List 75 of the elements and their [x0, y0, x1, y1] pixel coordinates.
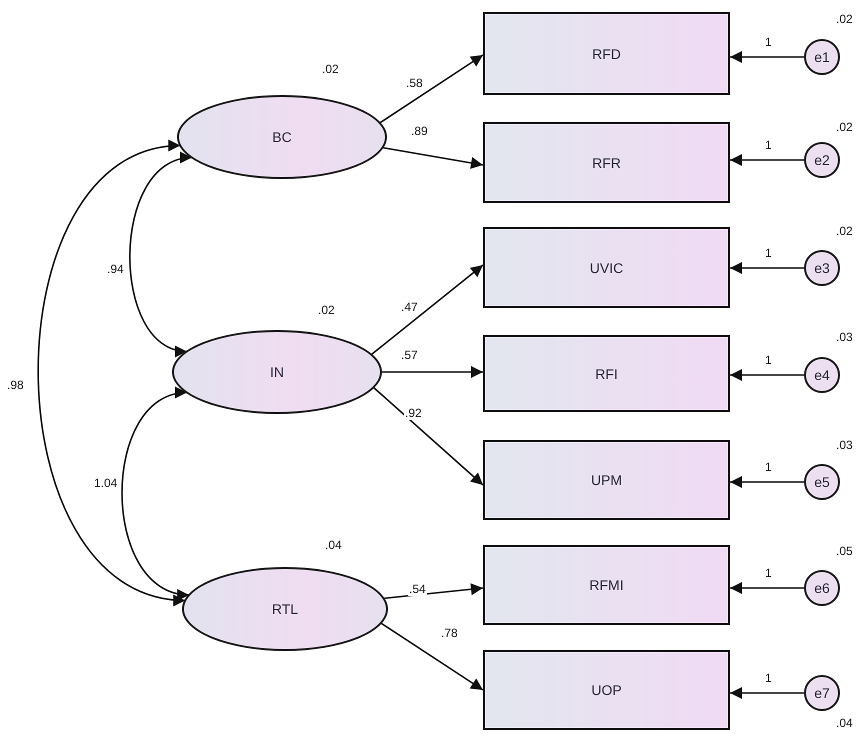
- edge-label: 1: [764, 35, 773, 49]
- variance-label: .02: [836, 224, 853, 238]
- path-arrow: [372, 386, 484, 486]
- edge-label: 1: [764, 671, 773, 685]
- variance-label: .02: [322, 62, 339, 76]
- edge-label: 1: [764, 460, 773, 474]
- variance-label: .03: [836, 438, 853, 452]
- covariance-arrow: [38, 142, 186, 604]
- node-label: BC: [272, 129, 292, 145]
- node-label: RFI: [595, 366, 618, 382]
- edge-label: .47: [400, 300, 419, 314]
- node-label: RFR: [592, 154, 621, 170]
- error-circle: [804, 357, 840, 393]
- edge-label: 1.04: [93, 476, 118, 490]
- path-arrow: [381, 366, 483, 378]
- path-arrow: [730, 262, 804, 274]
- node-label: UOP: [591, 682, 622, 698]
- path-arrow: [730, 476, 804, 488]
- path-arrow: [730, 687, 804, 699]
- node-label: e4: [814, 367, 830, 383]
- variance-label: .03: [836, 330, 853, 344]
- covariance-arrow: [121, 388, 190, 599]
- edge-label: 1: [764, 353, 773, 367]
- observed-box: [483, 335, 730, 412]
- variance-label: .02: [836, 12, 853, 26]
- node-label: IN: [270, 364, 284, 380]
- node-label: RFD: [592, 46, 621, 62]
- observed-box: [483, 12, 730, 95]
- covariance-arrow: [129, 154, 192, 355]
- error-circle: [804, 39, 840, 75]
- edge-label: 1: [764, 246, 773, 260]
- edge-label: .89: [410, 124, 429, 138]
- edge-label: .78: [440, 626, 459, 640]
- variance-label: .04: [325, 538, 342, 552]
- node-label: UPM: [590, 472, 622, 488]
- node-label: e7: [814, 685, 830, 701]
- edge-label: .92: [404, 406, 423, 420]
- error-circle: [804, 675, 840, 711]
- path-arrow: [730, 51, 804, 63]
- observed-box: [483, 122, 730, 203]
- node-label: e3: [814, 260, 830, 276]
- node-label: e5: [814, 474, 830, 490]
- node-label: e6: [814, 580, 830, 596]
- edge-label: .57: [400, 348, 419, 362]
- node-label: e2: [814, 152, 830, 168]
- error-circle: [804, 250, 840, 286]
- edge-label: .94: [106, 262, 125, 276]
- edge-label: .98: [6, 378, 25, 392]
- path-arrow: [383, 583, 484, 600]
- path-arrow: [730, 369, 804, 381]
- variance-label: .05: [836, 544, 853, 558]
- path-arrow: [730, 154, 804, 166]
- edge-label: 1: [764, 566, 773, 580]
- edge-label: .54: [408, 582, 427, 596]
- observed-box: [483, 227, 730, 308]
- observed-box: [483, 440, 730, 520]
- node-label: e1: [814, 49, 830, 65]
- edge-label: 1: [764, 138, 773, 152]
- path-arrow: [730, 582, 804, 594]
- variance-label: .02: [318, 303, 335, 317]
- node-label: RTL: [272, 601, 298, 617]
- path-arrow: [370, 264, 484, 356]
- path-arrow: [379, 54, 484, 124]
- node-label: RFMI: [589, 577, 624, 593]
- error-circle: [804, 570, 840, 606]
- path-arrow: [380, 622, 484, 691]
- variance-label: .02: [836, 120, 853, 134]
- edge-label: .58: [405, 76, 424, 90]
- error-circle: [804, 464, 840, 500]
- node-label: UVIC: [590, 260, 624, 276]
- observed-box: [483, 650, 730, 730]
- variance-label: .04: [836, 716, 853, 730]
- path-arrow: [382, 146, 484, 169]
- observed-box: [483, 545, 730, 625]
- error-circle: [804, 142, 840, 178]
